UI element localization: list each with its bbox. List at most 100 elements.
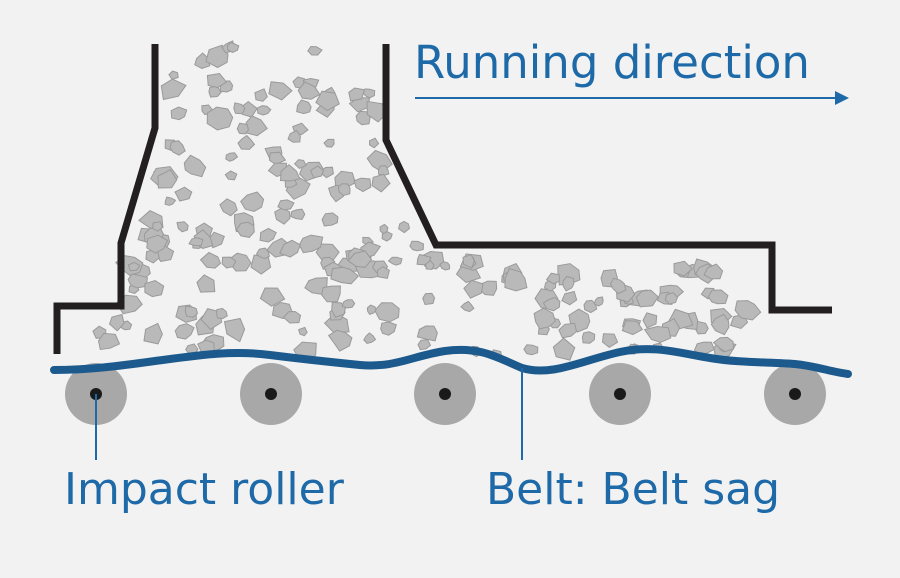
rock <box>254 88 268 102</box>
support-roller <box>414 363 476 425</box>
rock <box>282 310 302 324</box>
rock <box>297 326 308 337</box>
rock <box>330 266 360 285</box>
rock <box>169 140 186 156</box>
rock <box>664 292 679 305</box>
rock <box>341 299 356 309</box>
rock <box>337 183 351 197</box>
rock <box>425 259 435 271</box>
rock <box>368 137 380 149</box>
rock <box>144 279 165 298</box>
rock <box>170 106 188 121</box>
roller-row <box>65 363 826 425</box>
rock <box>363 332 377 344</box>
rock <box>621 320 644 336</box>
rock <box>533 307 556 330</box>
rock <box>206 106 234 131</box>
rock <box>635 289 659 308</box>
belt-line <box>50 345 852 378</box>
rock <box>188 237 204 247</box>
rock <box>710 313 730 336</box>
rock <box>208 85 222 98</box>
rock <box>199 251 222 269</box>
rock <box>152 221 164 232</box>
rock <box>557 263 581 286</box>
rock <box>643 325 672 343</box>
rock <box>348 87 366 102</box>
rock <box>642 312 658 329</box>
rock <box>127 273 148 289</box>
rock <box>226 42 240 54</box>
rock <box>259 287 286 307</box>
rock <box>236 122 250 135</box>
support-roller <box>764 363 826 425</box>
rock <box>250 254 272 275</box>
rock <box>216 307 228 320</box>
rock <box>290 208 306 220</box>
rock <box>583 299 598 314</box>
rock <box>240 191 265 213</box>
rock <box>315 90 340 112</box>
rock <box>463 279 484 299</box>
rock <box>268 81 293 101</box>
rock <box>703 263 724 280</box>
rock <box>707 289 729 305</box>
chute-outline <box>53 44 832 354</box>
rock <box>293 159 307 169</box>
rock <box>581 331 596 344</box>
rock <box>417 339 432 351</box>
rock <box>176 221 189 233</box>
rock <box>542 296 561 312</box>
rock <box>221 256 237 269</box>
rock <box>160 78 187 101</box>
rock <box>355 110 371 126</box>
rock <box>371 173 391 193</box>
rock <box>274 206 291 225</box>
rock <box>439 261 451 271</box>
rock <box>255 247 270 260</box>
rock <box>225 152 239 162</box>
rock <box>127 261 141 272</box>
bulk-material-rocks <box>92 40 762 364</box>
rock <box>108 313 125 332</box>
rock <box>168 70 179 80</box>
rock <box>229 252 252 272</box>
rock <box>183 154 207 178</box>
rock <box>279 164 301 182</box>
rock <box>235 221 255 238</box>
rock <box>362 88 376 99</box>
rock <box>233 102 246 115</box>
rock <box>256 105 272 116</box>
rock <box>353 177 372 193</box>
rock <box>562 275 575 292</box>
rock <box>552 337 576 361</box>
rock <box>460 300 475 313</box>
support-roller <box>240 363 302 425</box>
rock <box>277 199 295 211</box>
rock <box>558 322 578 339</box>
rock <box>323 138 335 148</box>
rock <box>321 285 341 303</box>
rock <box>380 321 397 336</box>
rock <box>462 254 475 269</box>
rock <box>259 227 277 243</box>
rock <box>673 260 693 277</box>
rock <box>398 220 411 234</box>
rock <box>307 45 323 56</box>
rock <box>196 274 216 293</box>
rock <box>523 344 539 356</box>
rock <box>97 332 121 351</box>
rock <box>157 169 178 189</box>
rock <box>146 234 169 254</box>
rock <box>268 151 287 166</box>
rock <box>321 212 339 227</box>
impact-roller-label: Impact roller <box>64 464 344 515</box>
belt-sag-label: Belt: Belt sag <box>486 464 781 515</box>
rock <box>224 170 238 181</box>
rock <box>387 256 403 266</box>
rock <box>366 304 377 316</box>
rock <box>376 266 390 279</box>
rock <box>593 296 604 307</box>
